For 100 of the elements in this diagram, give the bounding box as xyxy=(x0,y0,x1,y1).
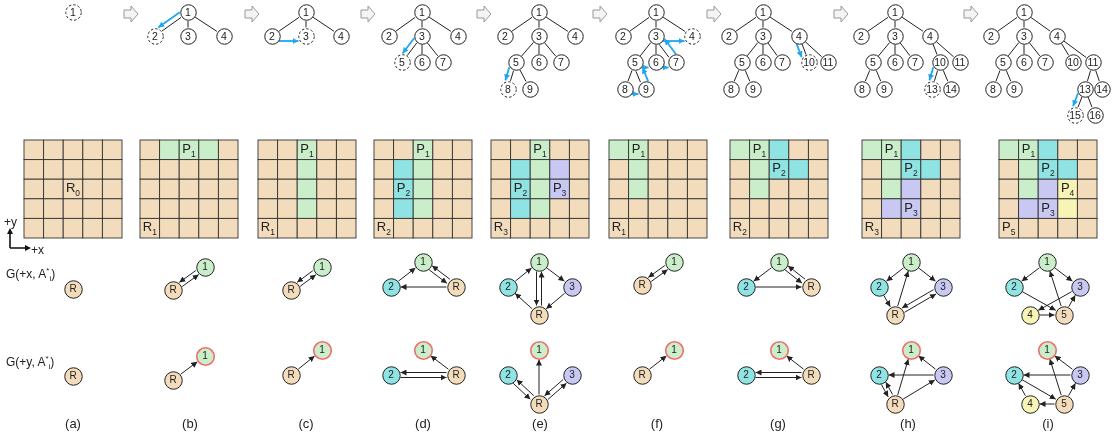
tree-node: 6 xyxy=(886,54,904,71)
arrow xyxy=(538,271,545,306)
arrow xyxy=(398,267,416,282)
tree-node: 5 xyxy=(393,54,411,71)
graph-node: 1 xyxy=(901,340,921,360)
graph-node: 3 xyxy=(933,277,953,297)
tree-node: 6 xyxy=(413,54,431,71)
cell-label: P$_{1}$ xyxy=(631,141,646,158)
graph-node: R xyxy=(801,277,821,297)
graph-node: 2 xyxy=(498,277,518,297)
graph-node: 3 xyxy=(933,365,953,385)
tree-line xyxy=(933,70,939,82)
tree-line xyxy=(1086,70,1092,82)
tree-line xyxy=(935,41,955,58)
panel-label: (a) xyxy=(65,416,81,430)
tree-line xyxy=(733,69,740,82)
tree-node: 4 xyxy=(921,27,939,45)
arrow xyxy=(514,292,533,310)
tree-line xyxy=(769,16,793,32)
arrow xyxy=(886,267,904,282)
cell-label: R$_{2}$ xyxy=(376,220,391,237)
arrow xyxy=(918,267,936,282)
tree-node: 10 xyxy=(800,54,818,71)
tree-node: 4 xyxy=(332,27,350,45)
graph-node: 1 xyxy=(1037,340,1057,360)
tree-node: 2 xyxy=(720,27,738,45)
tree-line xyxy=(997,16,1018,32)
tree-line xyxy=(305,20,307,28)
tree-line xyxy=(744,69,751,82)
tree-node: 3 xyxy=(886,27,904,45)
tree-node: 4 xyxy=(215,27,233,45)
graph-node: 1 xyxy=(195,346,215,366)
arrow xyxy=(401,37,415,55)
arrow xyxy=(544,378,564,397)
tree-node: 7 xyxy=(552,54,570,71)
arrow xyxy=(512,382,531,400)
arrow xyxy=(431,265,451,280)
graph-node: 2 xyxy=(736,277,756,297)
tree-line xyxy=(1030,16,1051,32)
tree-node: 13 xyxy=(923,80,941,98)
tree-line xyxy=(735,16,757,32)
tree-line xyxy=(519,69,527,82)
tree-node: 2 xyxy=(496,27,514,45)
graph-node: R xyxy=(446,277,466,297)
graph-node: R xyxy=(281,280,301,300)
arrow xyxy=(547,382,567,401)
tree-line xyxy=(877,42,891,57)
tree-node: 7 xyxy=(434,54,452,71)
tree-line xyxy=(1007,42,1020,57)
tree-line xyxy=(662,16,686,32)
tree-node: 1 xyxy=(1015,4,1033,21)
tree-line xyxy=(875,69,882,82)
tree-node: 2 xyxy=(263,27,281,45)
tree-node: 5 xyxy=(507,54,525,71)
graph-node: 3 xyxy=(1070,277,1090,297)
panel-label: (f) xyxy=(650,416,664,430)
tree-line xyxy=(1077,96,1083,108)
tree-node: 9 xyxy=(744,80,762,98)
tree-line xyxy=(509,70,515,82)
arrow xyxy=(1072,92,1079,108)
graph-node: 4 xyxy=(1020,394,1040,414)
graph-node: R xyxy=(885,305,905,325)
tree-node: 1 xyxy=(647,4,665,21)
tree-node: 7 xyxy=(773,54,791,71)
tree-line xyxy=(395,16,416,32)
tree-node: 2 xyxy=(380,27,398,45)
tree-node: 5 xyxy=(733,54,751,71)
arrow xyxy=(918,355,936,370)
tree-node: 4 xyxy=(683,27,701,45)
tree-node: 3 xyxy=(297,27,315,45)
tree-line xyxy=(932,43,938,56)
row-label: G(+y, A$^{*}$$_{i}$) xyxy=(6,354,55,372)
tree-node: 9 xyxy=(1005,80,1023,98)
graph-node: R xyxy=(163,280,183,300)
tree-node: 3 xyxy=(179,27,197,45)
tree-node: 5 xyxy=(626,54,644,71)
tree-line xyxy=(161,16,182,32)
arrow xyxy=(753,267,772,282)
arrow xyxy=(649,355,667,370)
tree-node: 5 xyxy=(994,54,1012,71)
tree-line xyxy=(629,16,650,32)
graph-node: 5 xyxy=(1054,394,1074,414)
tree-line xyxy=(426,42,439,57)
tree-node: 4 xyxy=(1048,27,1066,45)
arrow xyxy=(885,381,894,395)
graph-node: 1 xyxy=(1037,252,1057,272)
tree-line xyxy=(762,20,764,28)
cell-label: R$_{1}$ xyxy=(611,220,626,237)
graph-node: 1 xyxy=(413,252,433,272)
tree-line xyxy=(1023,44,1025,55)
tree-line xyxy=(655,20,657,28)
tree-node: 6 xyxy=(1015,54,1033,71)
tree-node: 2 xyxy=(146,27,164,45)
graph-node: R xyxy=(63,279,83,299)
arrow xyxy=(297,355,316,370)
cell-label: P$_{1}$ xyxy=(884,141,899,158)
tree-node: 11 xyxy=(1084,54,1102,71)
tree-node: 7 xyxy=(906,54,924,71)
tree-line xyxy=(538,44,540,55)
arrow xyxy=(647,265,666,278)
